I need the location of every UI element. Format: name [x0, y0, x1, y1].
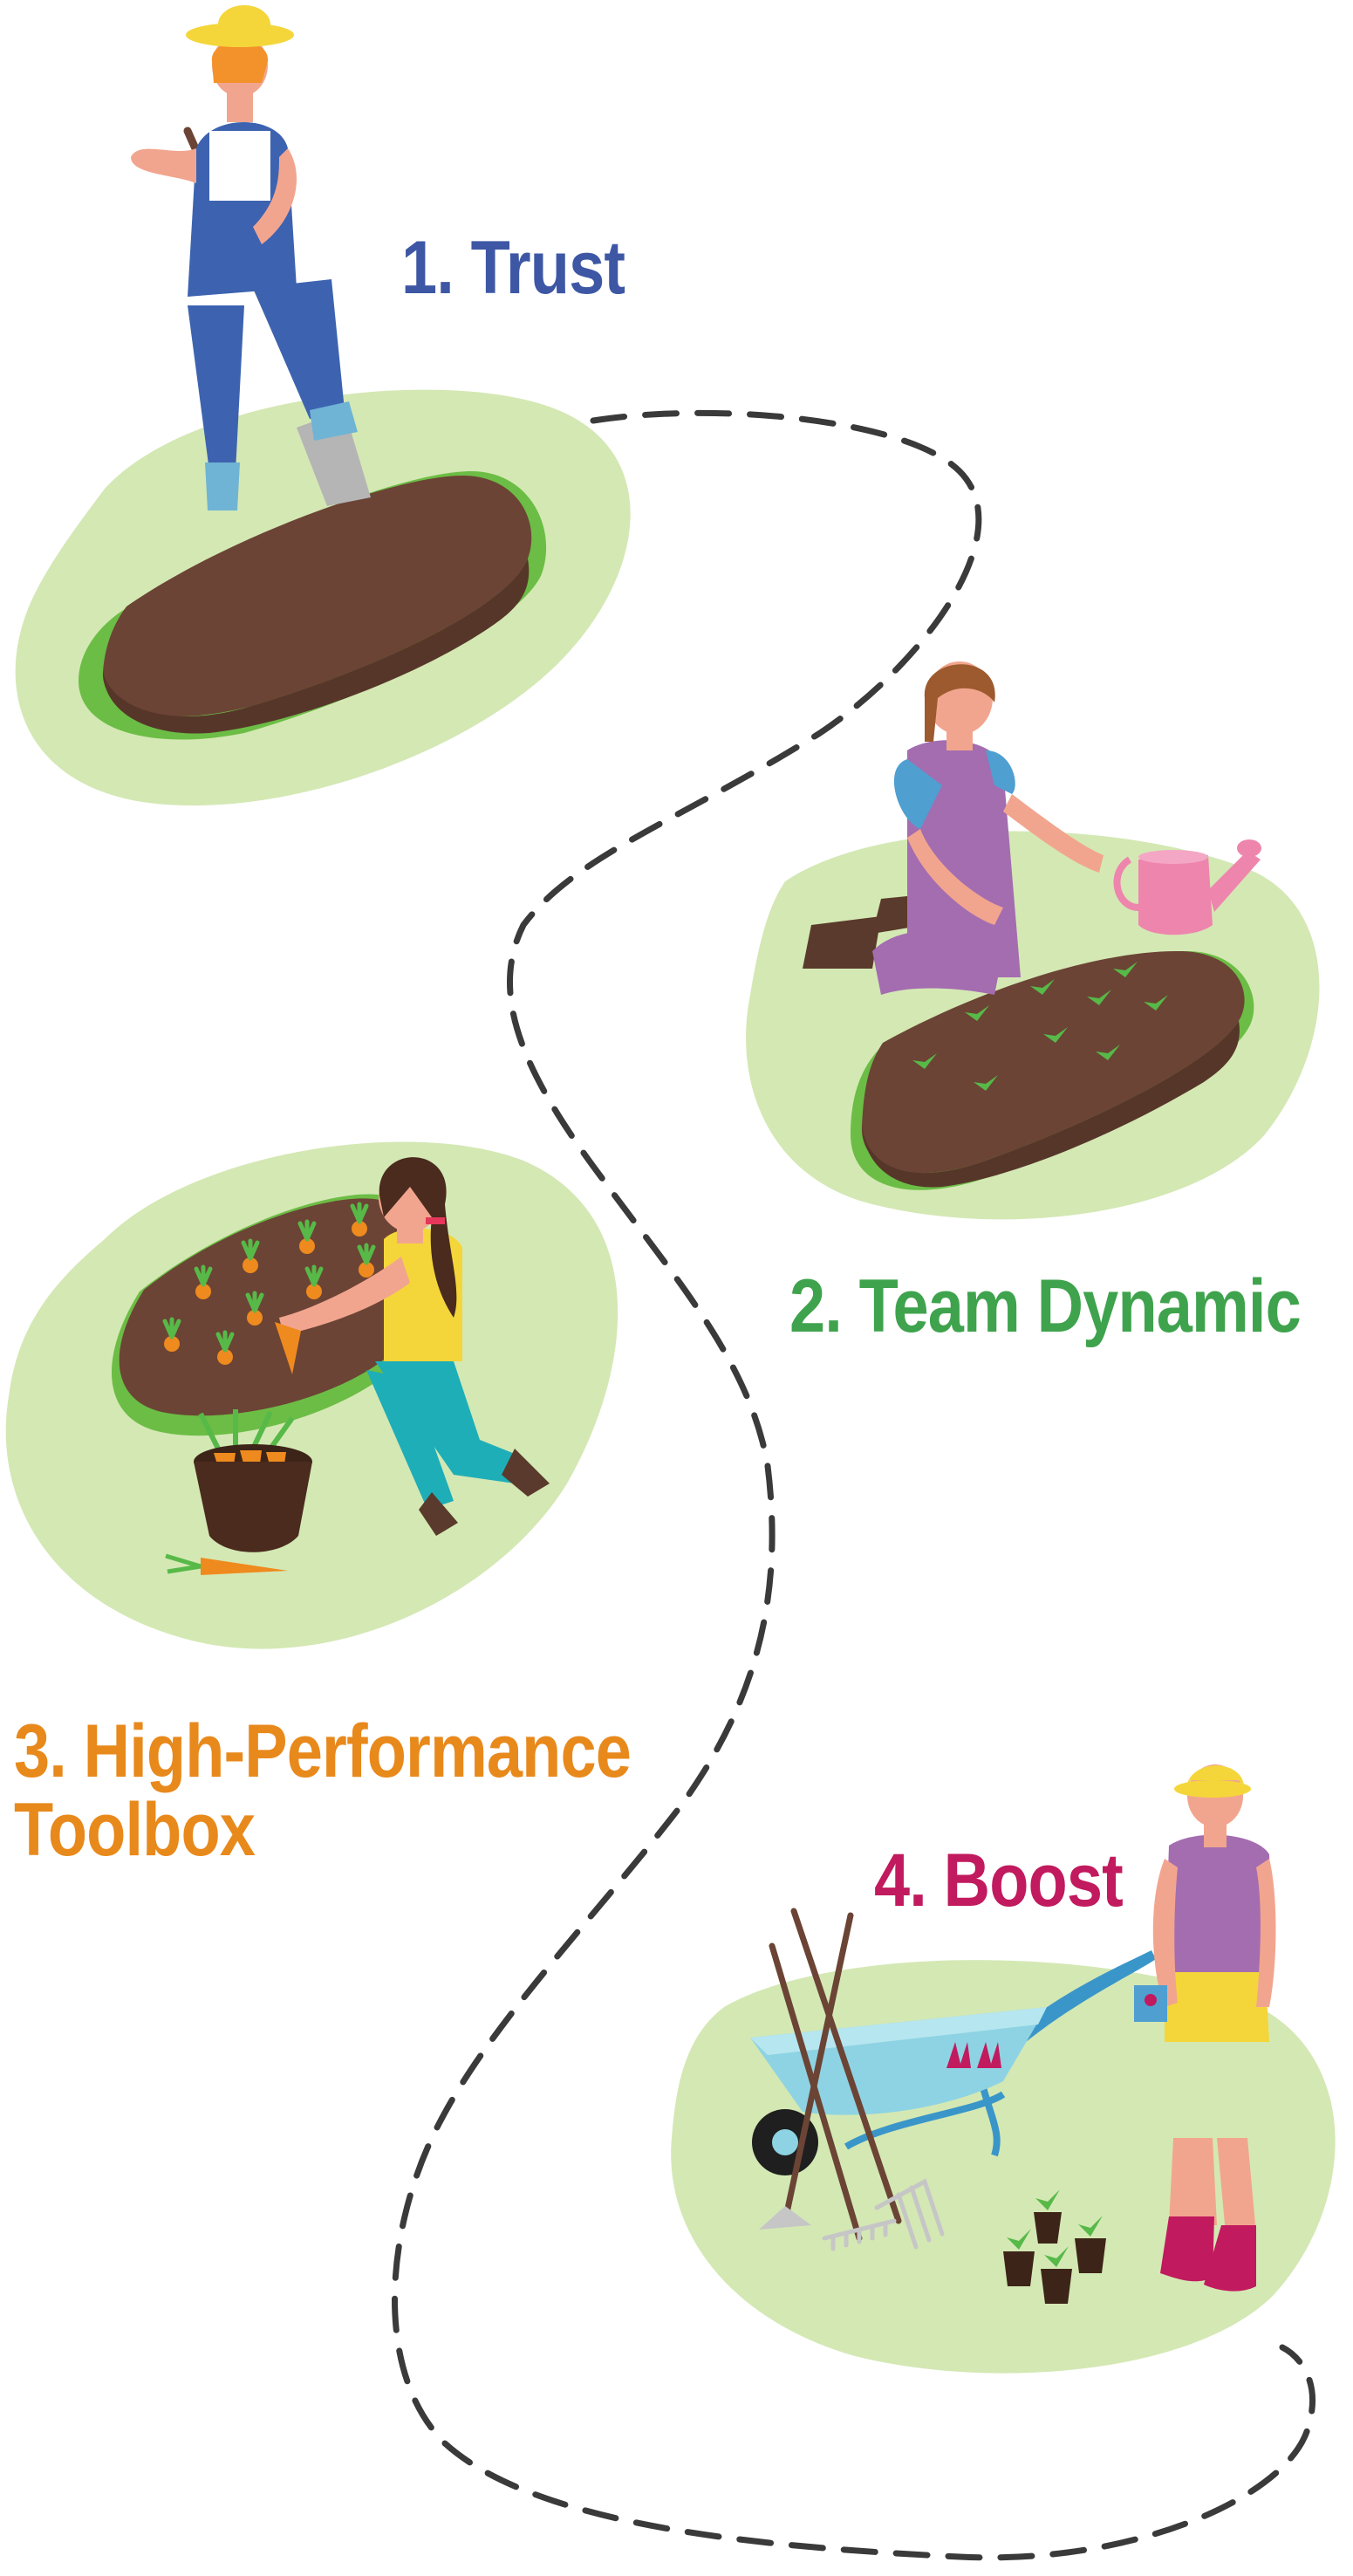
step-2-title: 2. Team Dynamic — [789, 1264, 1302, 1348]
step-3-title-line-1: 3. High-Performance — [14, 1709, 632, 1793]
sprouts — [912, 962, 1168, 1091]
scene-toolbox — [5, 1141, 618, 1649]
carrot-sprouts — [162, 1202, 376, 1365]
garden-bed-soil — [119, 1198, 417, 1416]
step-4-title: 4. Boost — [874, 1839, 1124, 1922]
watering-can-icon — [1113, 839, 1261, 935]
step-3-title: 3. High-Performance Toolbox — [14, 1709, 632, 1873]
garden-bed-soil — [102, 476, 532, 716]
gardener-digging-icon — [131, 5, 358, 510]
seedling-pots-icon — [1003, 2189, 1106, 2304]
step-3-title-line-2: Toolbox — [14, 1788, 256, 1873]
carrot-basket-icon — [194, 1409, 312, 1552]
gardener-wheelbarrow-icon — [1134, 1764, 1276, 2292]
step-1-title: 1. Trust — [401, 226, 625, 310]
garden-bed-shade — [103, 558, 530, 734]
gardener-harvesting-icon — [275, 1157, 550, 1536]
garden-bed-soil — [861, 950, 1245, 1174]
scene-team-dynamic — [746, 661, 1320, 1220]
scene-trust — [15, 5, 631, 806]
garden-bed-shade — [862, 1021, 1240, 1188]
scene-boost — [671, 1764, 1336, 2374]
journey-dashed-path — [392, 409, 1315, 2561]
loose-carrot-icon — [165, 1553, 288, 1575]
garden-tools-icon — [759, 1908, 945, 2251]
gardener-watering-icon — [803, 661, 1104, 995]
